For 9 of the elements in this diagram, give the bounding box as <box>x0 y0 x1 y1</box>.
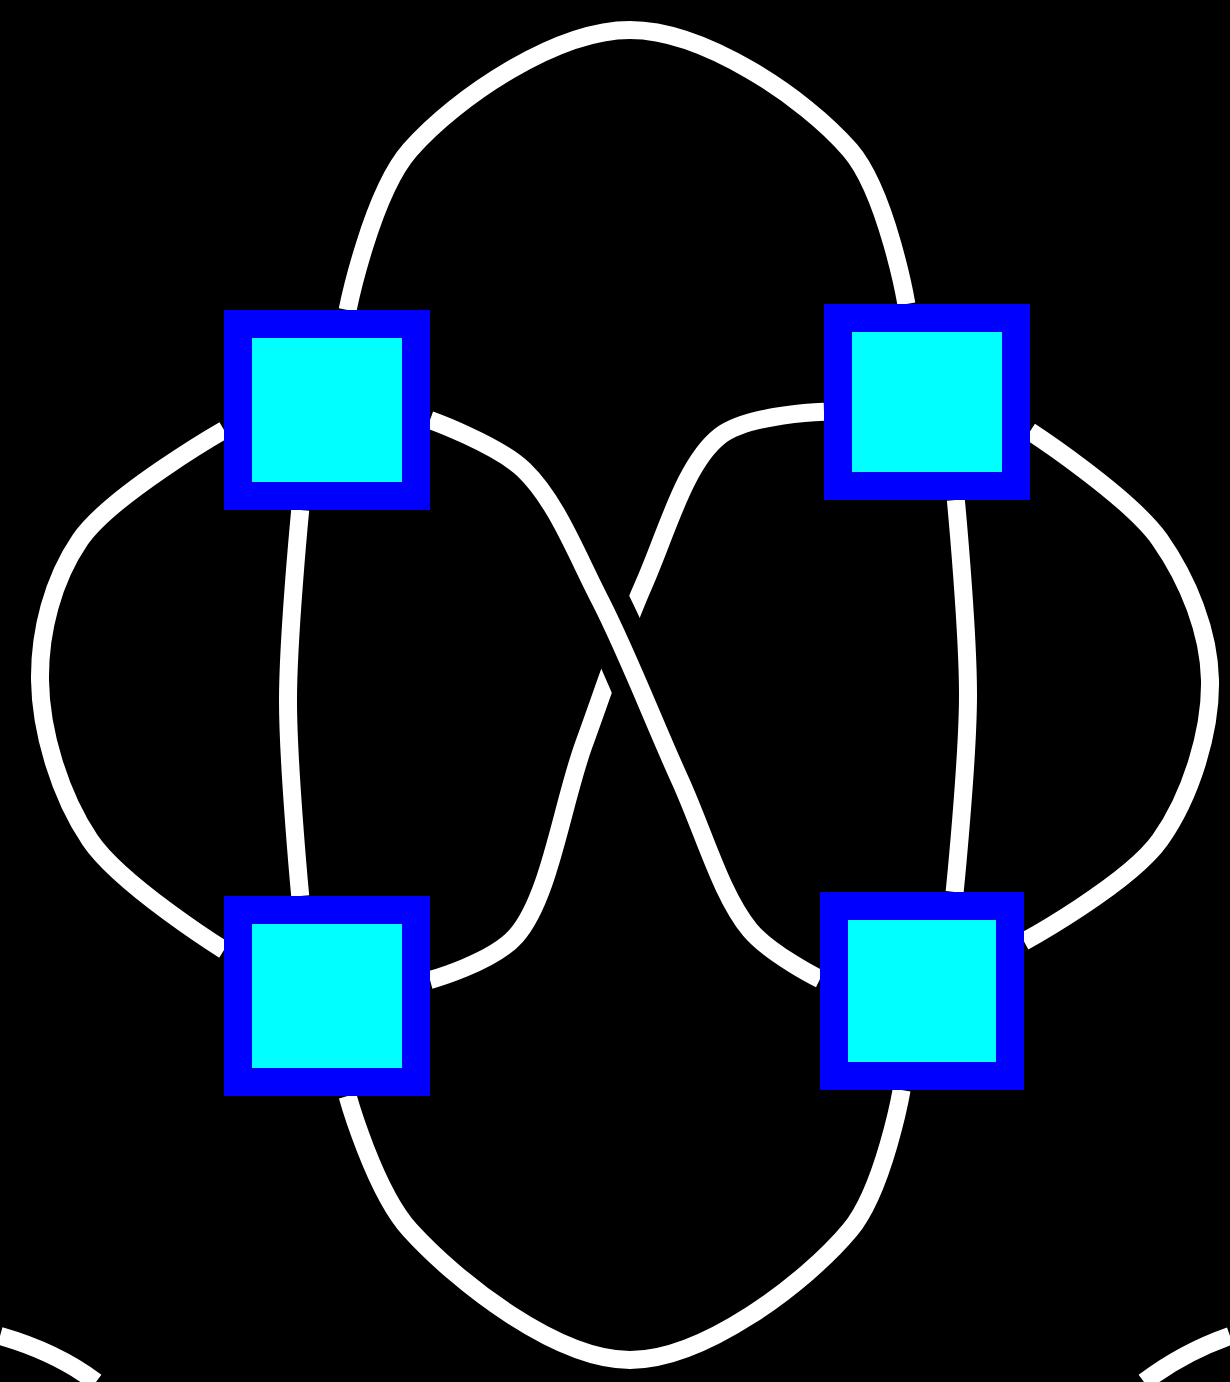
square-block <box>224 896 430 1096</box>
knot-strand <box>338 21 916 312</box>
knot-strand <box>945 499 977 893</box>
knot-strand <box>279 509 310 897</box>
knot-strand <box>338 1088 911 1369</box>
square-block <box>820 892 1024 1090</box>
square-block <box>824 304 1030 500</box>
knot-strand <box>31 422 229 958</box>
square-block <box>224 310 430 510</box>
